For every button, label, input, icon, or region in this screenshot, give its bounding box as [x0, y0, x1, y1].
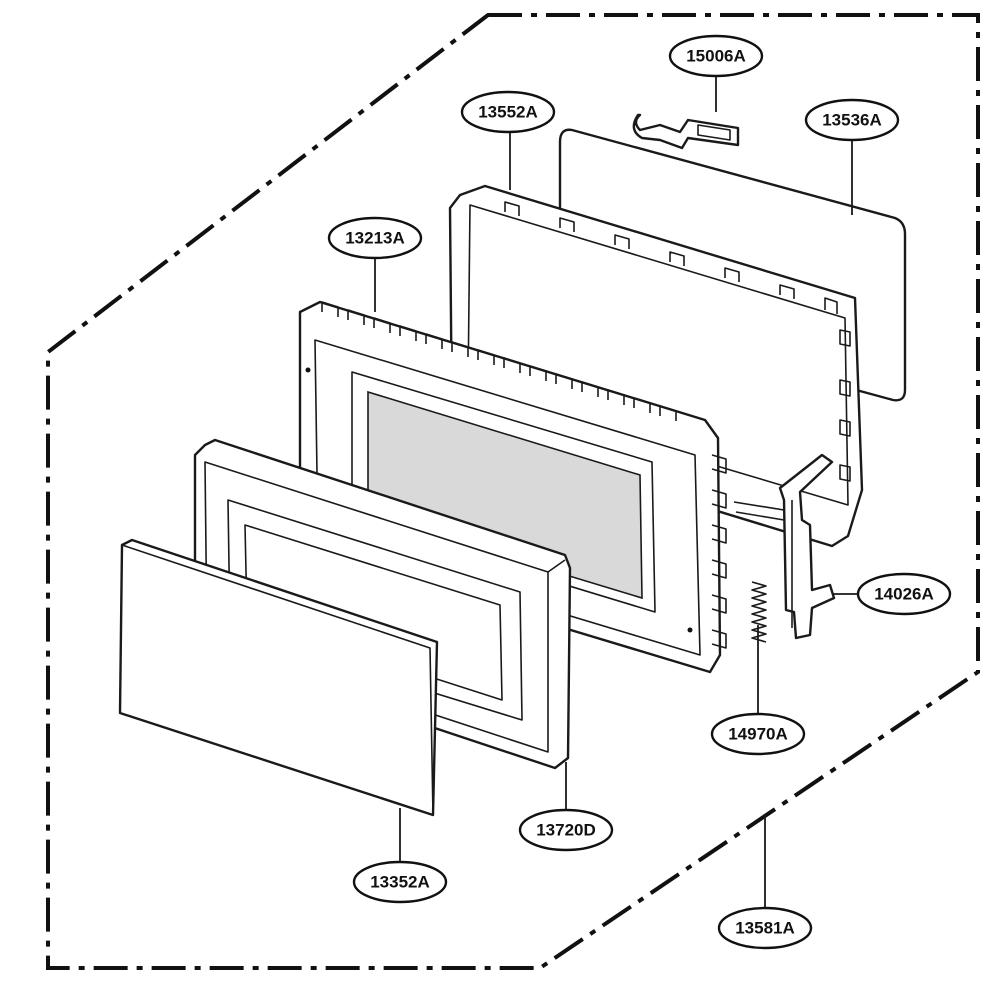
callout-label: 13352A — [370, 873, 430, 892]
callout-label: 13581A — [735, 919, 795, 938]
callout-13352a: 13352A — [352, 860, 448, 904]
callout-13213a: 13213A — [327, 216, 423, 260]
callout-label: 13536A — [822, 111, 882, 130]
callout-13581a: 13581A — [717, 906, 813, 950]
callout-label: 13720D — [536, 821, 596, 840]
callout-15006a: 15006A — [668, 34, 764, 78]
callout-13720d: 13720D — [518, 808, 614, 852]
door-glass-panel-part — [118, 538, 439, 817]
door-screen-part — [558, 128, 907, 402]
callout-label: 15006A — [686, 47, 746, 66]
callout-14026a: 14026A — [856, 572, 952, 616]
latch-hook-part — [733, 453, 836, 640]
callout-label: 14970A — [728, 725, 788, 744]
callout-13552a: 13552A — [460, 90, 556, 134]
callout-label: 14026A — [874, 585, 934, 604]
assembly-boundary — [46, 13, 980, 970]
latch-clip-part — [632, 113, 740, 150]
leader-lines — [374, 76, 865, 908]
callout-label: 13552A — [478, 103, 538, 122]
latch-spring-part — [751, 581, 767, 643]
callout-label: 13213A — [345, 229, 405, 248]
callout-13536a: 13536A — [804, 98, 900, 142]
callout-14970a: 14970A — [710, 712, 806, 756]
